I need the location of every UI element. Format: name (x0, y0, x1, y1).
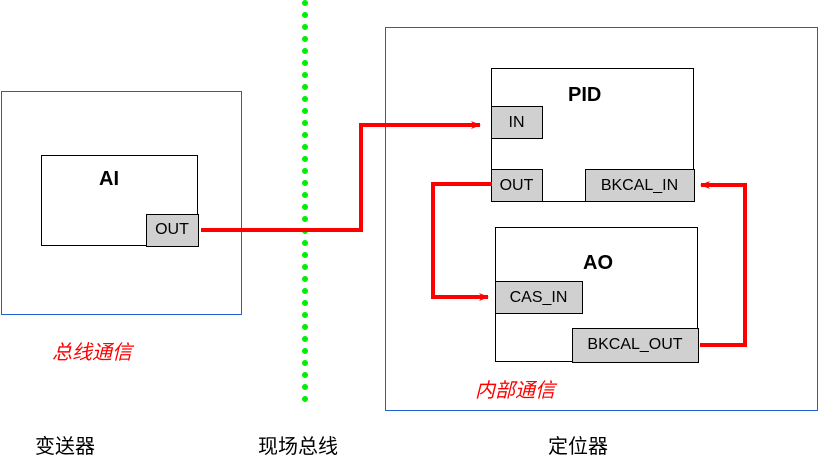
fieldbus-caption: 现场总线 (258, 434, 338, 458)
ao-block-title: AO (583, 252, 613, 274)
pid-out-port[interactable]: OUT (490, 169, 543, 202)
pid-bkcal-in-port[interactable]: BKCAL_IN (584, 169, 695, 202)
pid-block-title: PID (568, 84, 602, 106)
ai-out-port[interactable]: OUT (145, 213, 199, 247)
pid-in-port[interactable]: IN (490, 106, 543, 139)
internal-communication-note: 内部通信 (475, 378, 555, 402)
bus-communication-note: 总线通信 (52, 340, 132, 364)
connection-pid-out-to-ao-cas-in (431, 182, 492, 301)
ai-block-title: AI (99, 168, 119, 190)
pid-block[interactable]: PID IN OUT BKCAL_IN (490, 68, 695, 202)
connection-ao-bkcal-out-to-pid-bkcal-in (700, 181, 747, 347)
transmitter-caption: 变送器 (35, 434, 95, 458)
positioner-caption: 定位器 (548, 434, 608, 458)
ao-block[interactable]: AO CAS_IN BKCAL_OUT (494, 227, 699, 363)
connection-ai-out-to-pid-in (201, 121, 481, 232)
ao-cas-in-port[interactable]: CAS_IN (494, 281, 583, 314)
ao-bkcal-out-port[interactable]: BKCAL_OUT (571, 327, 699, 363)
ai-block[interactable]: AI OUT (41, 155, 199, 247)
